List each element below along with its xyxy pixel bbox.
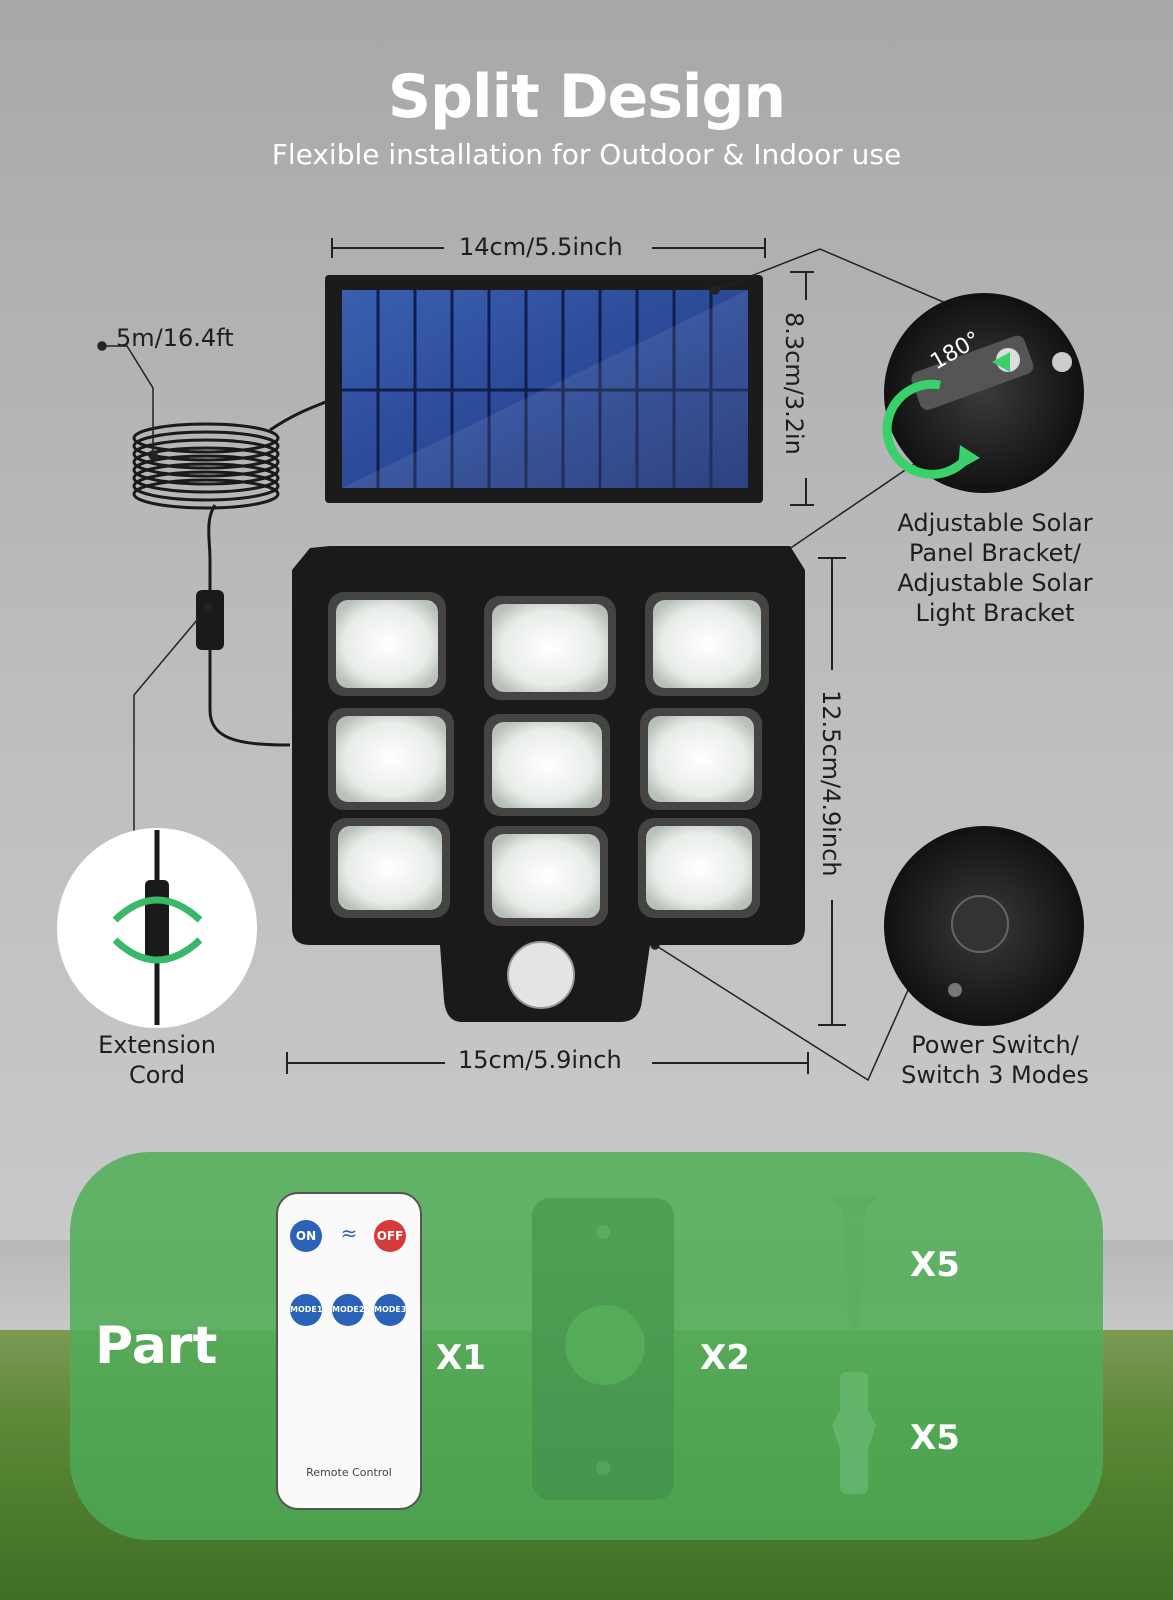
light-height-label: 12.5cm/4.9inch	[817, 690, 845, 877]
led-modules	[328, 592, 769, 926]
cable-connector	[196, 590, 224, 650]
wifi-icon: ≈	[340, 1221, 358, 1245]
bracket-line-2: Panel Bracket/	[909, 539, 1081, 567]
remote-mode2-button: MODE2	[332, 1294, 364, 1326]
parts-title: Part	[95, 1316, 218, 1376]
switch-detail-circle	[884, 826, 1084, 1026]
motion-sensor	[507, 941, 575, 1009]
remote-on-button: ON	[290, 1220, 322, 1252]
remote-off-button: OFF	[374, 1220, 406, 1252]
remote-label: Remote Control	[306, 1466, 392, 1479]
panel-width-label: 14cm/5.5inch	[459, 233, 623, 261]
dimension-lines	[286, 238, 846, 1074]
switch-line-1: Power Switch/	[911, 1031, 1079, 1059]
panel-height-label: 8.3cm/3.2in	[780, 312, 808, 455]
screw-quantity: X5	[910, 1245, 960, 1285]
bracket-callout: Adjustable Solar Panel Bracket/ Adjustab…	[880, 508, 1110, 628]
bracket-line-1: Adjustable Solar	[897, 509, 1093, 537]
cable-coil	[132, 398, 331, 747]
cable-length-label: 5m/16.4ft	[116, 324, 234, 352]
page-subtitle: Flexible installation for Outdoor & Indo…	[271, 138, 902, 171]
cord-line-1: Extension	[98, 1031, 216, 1059]
bracket-detail-circle	[882, 293, 1084, 493]
switch-callout: Power Switch/ Switch 3 Modes	[880, 1030, 1110, 1090]
remote-quantity: X1	[436, 1338, 486, 1378]
plate-quantity: X2	[700, 1338, 750, 1378]
remote-mode1-button: MODE1	[290, 1294, 322, 1326]
cord-line-2: Cord	[128, 1061, 186, 1089]
remote-control: ON ≈ OFF MODE1 MODE2 MODE3 Remote Contro…	[276, 1192, 422, 1510]
switch-line-2: Switch 3 Modes	[901, 1061, 1089, 1089]
page-title: Split Design	[387, 62, 786, 132]
parts-panel	[70, 1152, 1103, 1540]
bracket-line-3: Adjustable Solar	[897, 569, 1093, 597]
bracket-line-4: Light Bracket	[915, 599, 1075, 627]
light-width-label: 15cm/5.9inch	[458, 1046, 622, 1074]
solar-panel	[325, 275, 763, 503]
anchor-quantity: X5	[910, 1418, 960, 1458]
cord-detail-circle	[57, 828, 257, 1028]
remote-mode3-button: MODE3	[374, 1294, 406, 1326]
cord-callout: Extension Cord	[57, 1030, 257, 1090]
